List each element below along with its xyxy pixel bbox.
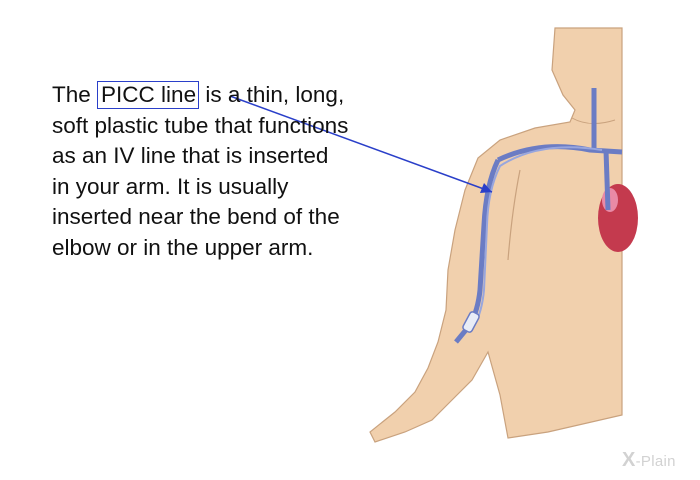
- description-text: The PICC line is a thin, long, soft plas…: [52, 80, 352, 264]
- armpit-contour: [507, 169, 521, 261]
- highlighted-term-picc-line: PICC line: [97, 81, 200, 109]
- vena-cava: [603, 149, 611, 211]
- subclavian-vein: [496, 144, 623, 163]
- body-silhouette: [369, 27, 623, 443]
- xplain-logo-watermark: X-Plain: [622, 449, 676, 472]
- pointer-arrowhead: [480, 183, 492, 193]
- watermark-text: -Plain: [635, 453, 676, 470]
- x-logo-icon: X: [622, 449, 636, 471]
- text-prefix: The: [52, 82, 91, 107]
- picc-hub: [462, 311, 480, 333]
- text-body: is a thin, long, soft plastic tube that …: [52, 82, 349, 260]
- pointer-line: [229, 95, 493, 193]
- picc-line: [473, 146, 603, 327]
